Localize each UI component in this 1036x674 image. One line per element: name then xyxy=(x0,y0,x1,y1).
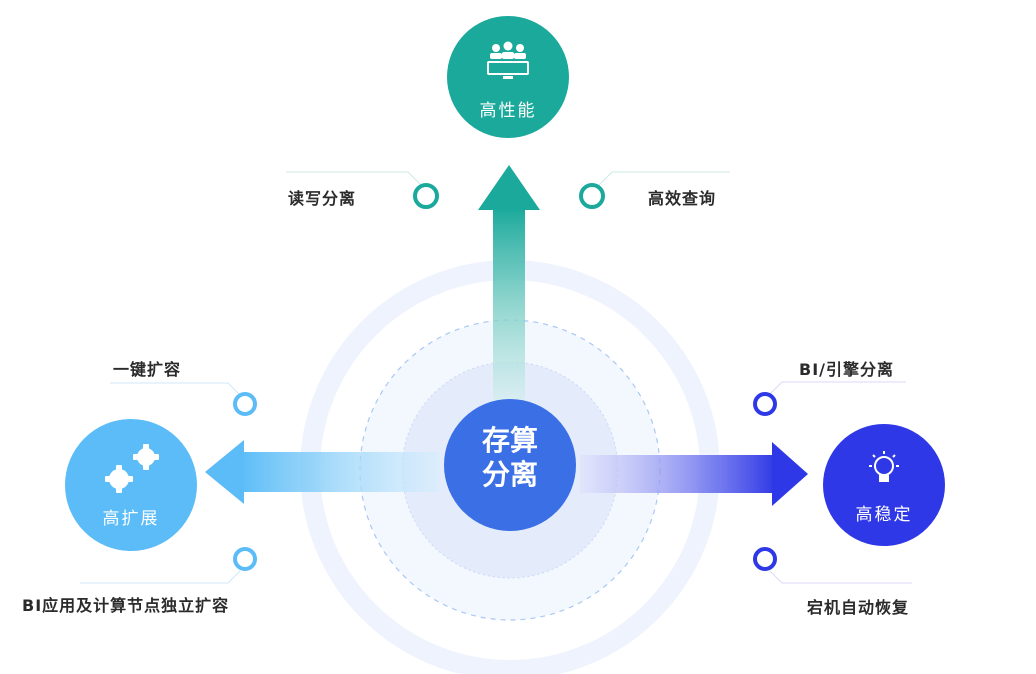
center-title-line2: 分离 xyxy=(481,458,538,491)
connector-left-bottom xyxy=(80,547,257,584)
top-node-label: 高性能 xyxy=(479,101,537,121)
connector-left-top xyxy=(110,382,257,416)
center-title: 存算 分离 xyxy=(452,424,568,492)
feature-label-efficient-query: 高效查询 xyxy=(648,189,717,208)
users-monitor-icon xyxy=(487,41,529,79)
left-node xyxy=(65,419,197,551)
feature-label-engine-separation: BI/引擎分离 xyxy=(799,360,894,379)
center-node xyxy=(444,399,576,531)
connector-right-bottom xyxy=(753,547,912,584)
feature-label-rw-separation: 读写分离 xyxy=(288,189,357,208)
gears-icon xyxy=(105,444,159,493)
connector-top-right xyxy=(579,171,730,209)
arrow-right xyxy=(580,442,808,506)
connector-right-top xyxy=(753,381,906,416)
right-node-label: 高稳定 xyxy=(855,505,913,525)
arrow-up xyxy=(478,165,540,408)
connector-top-left xyxy=(286,171,439,209)
feature-label-auto-recovery: 宕机自动恢复 xyxy=(807,598,910,617)
right-node xyxy=(823,424,945,546)
left-node-label: 高扩展 xyxy=(102,509,160,529)
center-title-line1: 存算 xyxy=(481,424,538,457)
lightbulb-gear-icon xyxy=(869,451,899,482)
arrow-left xyxy=(205,440,440,504)
feature-label-one-click-scale: 一键扩容 xyxy=(113,360,182,379)
feature-label-independent-scale: BI应用及计算节点独立扩容 xyxy=(22,596,230,615)
